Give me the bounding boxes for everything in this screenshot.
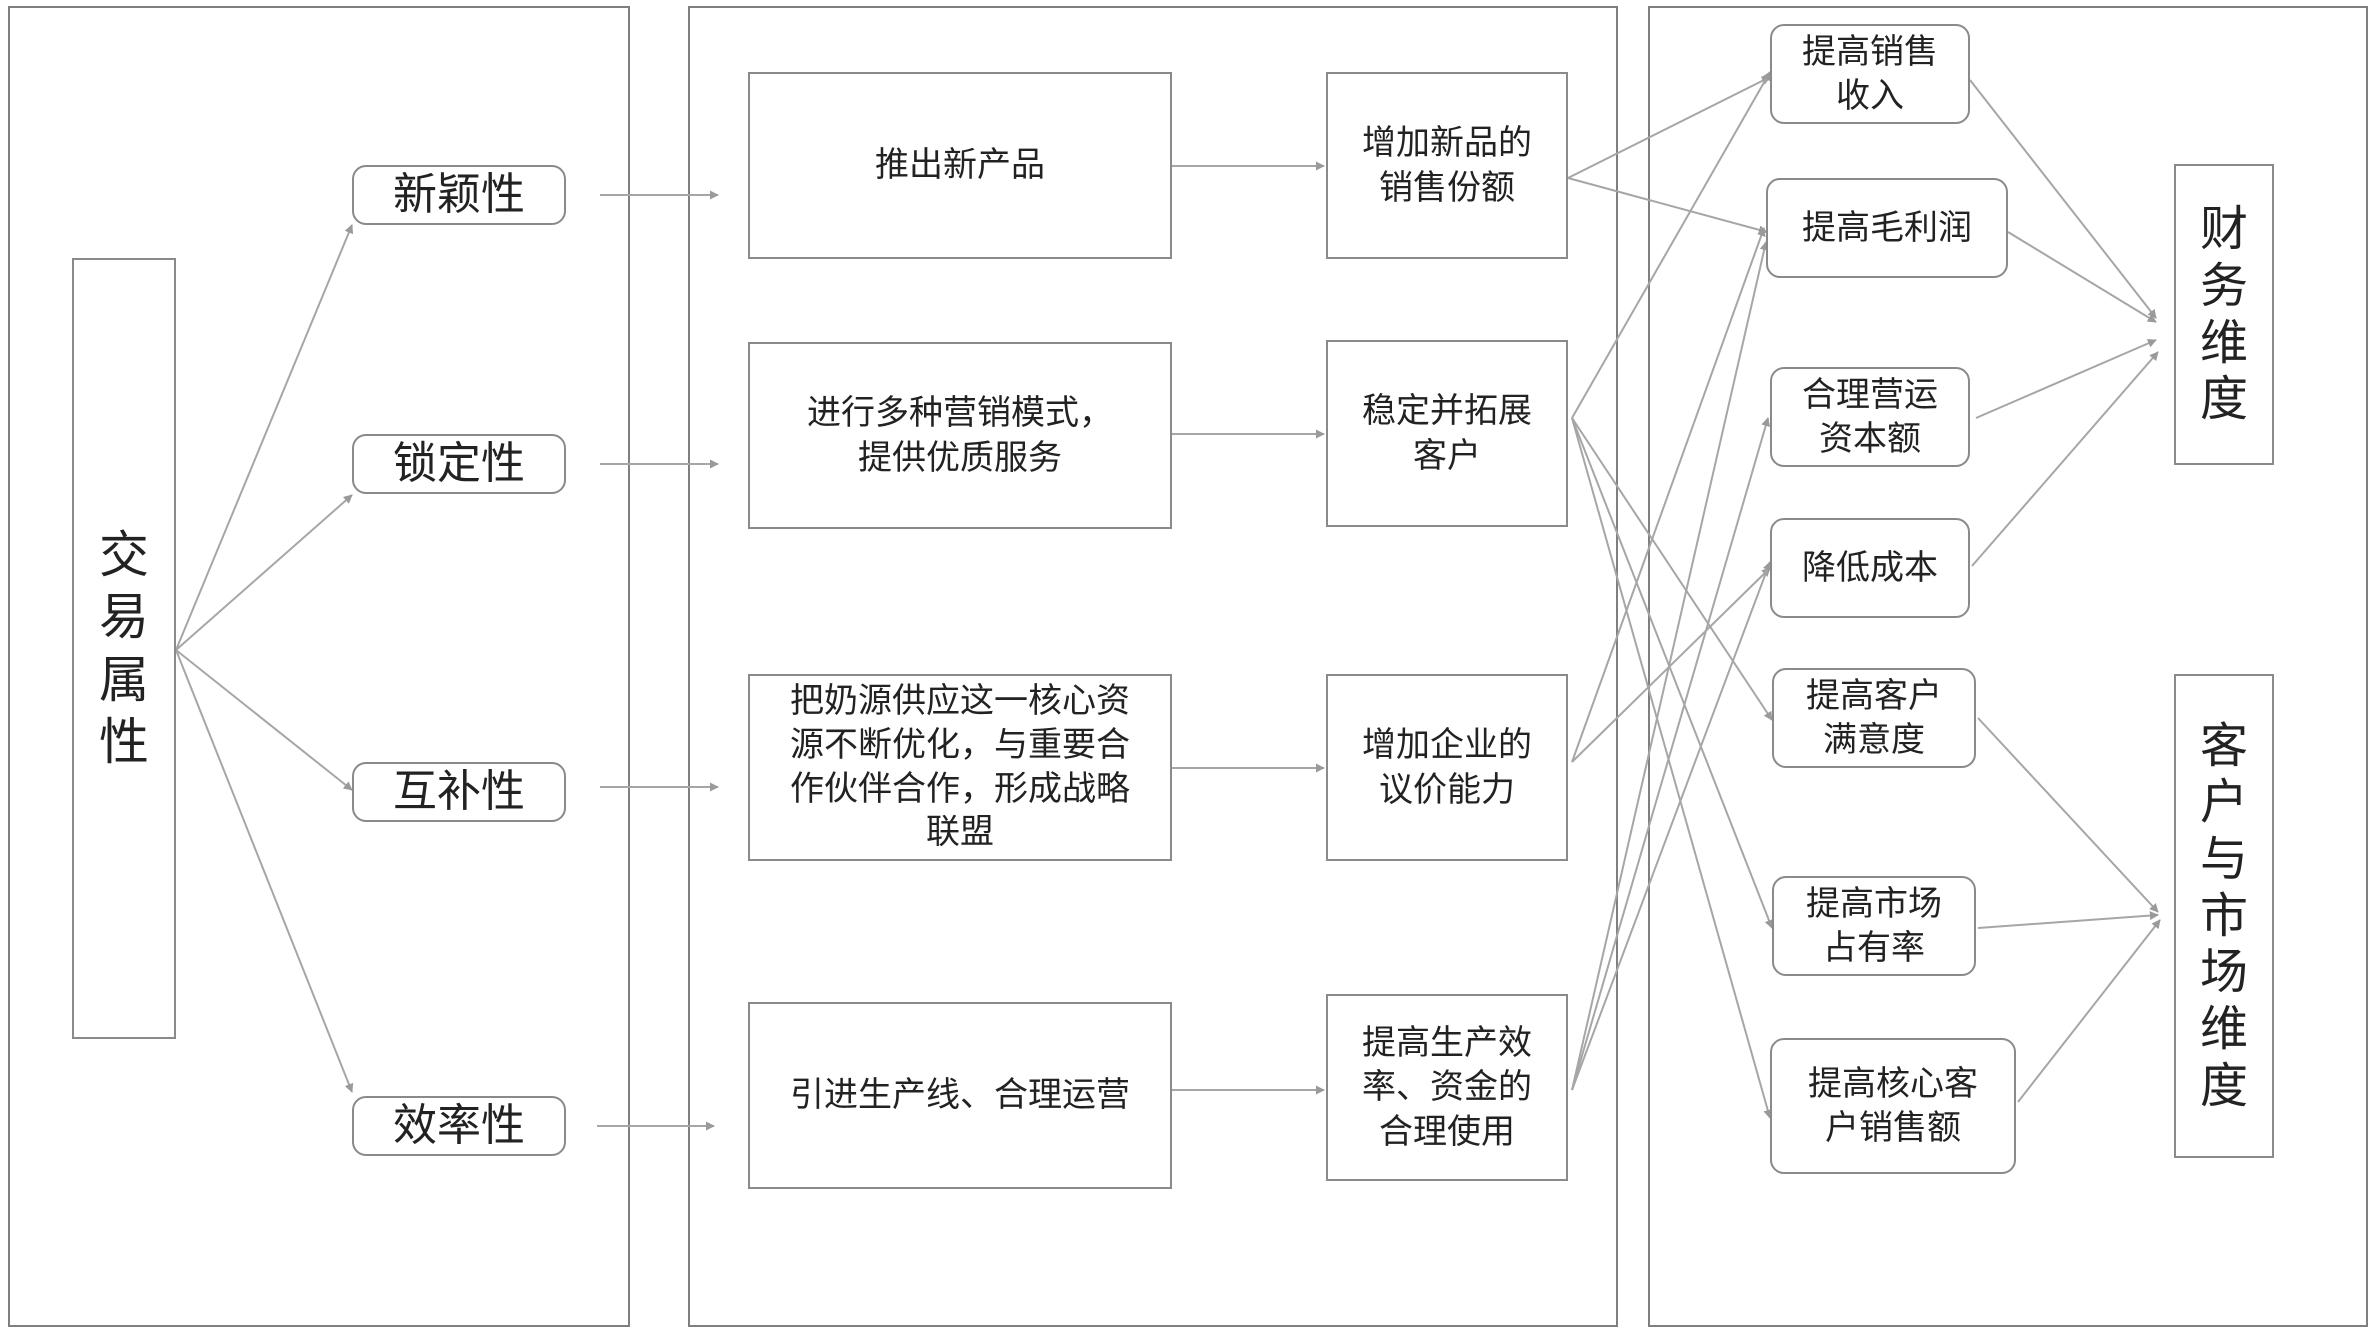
dimension-label: 客户与市场维度	[2200, 717, 2249, 1114]
action-label: 引进生产线、合理运营	[790, 1075, 1130, 1116]
outcome-node-market-share: 提高市场占有率	[1772, 876, 1976, 976]
outcome-label: 降低成本	[1802, 547, 1938, 588]
edge-grossprofit-financial	[2007, 231, 2157, 323]
edge-effect4-grossprofit	[1571, 241, 1769, 1091]
effect-node-new-product-share: 增加新品的销售份额	[1326, 72, 1568, 259]
edge-root-novelty	[175, 224, 354, 651]
outcome-node-core-customer-sales: 提高核心客户销售额	[1770, 1038, 2016, 1174]
outcome-node-customer-satisfaction: 提高客户满意度	[1772, 668, 1976, 768]
edge-workingcapital-financial	[1975, 339, 2157, 419]
outcome-node-working-capital: 合理营运资本额	[1770, 367, 1970, 467]
edge-root-lockin	[175, 494, 353, 651]
effect-label: 增加企业的议价能力	[1362, 725, 1532, 810]
edge-effect2-sales	[1571, 71, 1771, 419]
action-node-alliance: 把奶源供应这一核心资源不断优化，与重要合作伙伴合作，形成战略联盟	[748, 674, 1172, 861]
root-label: 交易属性	[99, 525, 149, 772]
edge-effect1-sales	[1567, 76, 1771, 179]
attribute-label: 互补性	[393, 766, 525, 818]
attribute-label: 新颖性	[393, 169, 525, 221]
dimension-label: 财务维度	[2200, 201, 2249, 428]
attribute-label: 锁定性	[393, 438, 525, 490]
effect-node-bargaining-power: 增加企业的议价能力	[1326, 674, 1568, 861]
edge-effect1-grossprofit	[1567, 177, 1768, 235]
edge-root-complementarity	[175, 649, 353, 791]
outcome-node-sales-revenue: 提高销售收入	[1770, 24, 1970, 124]
action-label: 进行多种营销模式，提供优质服务	[807, 393, 1113, 478]
panel-attributes	[8, 6, 630, 1327]
attribute-label: 效率性	[393, 1100, 525, 1152]
edge-effect4-workingcapital	[1571, 417, 1771, 1091]
dimension-customer-market: 客户与市场维度	[2174, 674, 2274, 1158]
edge-marketshare-customer	[1977, 911, 2159, 929]
panel-outcomes	[1648, 6, 2368, 1327]
outcome-label: 合理营运资本额	[1802, 374, 1938, 459]
outcome-label: 提高毛利润	[1802, 207, 1972, 248]
edge-sales-financial	[1969, 79, 2157, 319]
outcome-label: 提高核心客户销售额	[1808, 1063, 1978, 1148]
outcome-label: 提高客户满意度	[1806, 675, 1942, 760]
outcome-label: 提高市场占有率	[1806, 883, 1942, 968]
effect-label: 稳定并拓展客户	[1362, 391, 1532, 476]
attribute-node-complementarity: 互补性	[352, 762, 566, 822]
edge-effect2-corecustomer	[1571, 417, 1773, 1119]
panel-actions	[688, 6, 1618, 1327]
action-node-marketing: 进行多种营销模式，提供优质服务	[748, 342, 1172, 529]
edge-effect2-marketshare	[1571, 417, 1774, 929]
effect-label: 提高生产效率、资金的合理使用	[1362, 1023, 1532, 1152]
attribute-node-efficiency: 效率性	[352, 1096, 566, 1156]
effect-node-customers: 稳定并拓展客户	[1326, 340, 1568, 527]
effect-node-efficiency: 提高生产效率、资金的合理使用	[1326, 994, 1568, 1181]
attribute-node-lockin: 锁定性	[352, 434, 566, 494]
edge-effect4-costreduction	[1571, 561, 1772, 1091]
outcome-node-gross-profit: 提高毛利润	[1766, 178, 2008, 278]
action-node-production-line: 引进生产线、合理运营	[748, 1002, 1172, 1189]
edge-corecustomer-customer	[2017, 919, 2161, 1103]
edge-effect3-costreduction	[1571, 567, 1771, 763]
action-node-new-product: 推出新产品	[748, 72, 1172, 259]
edge-root-efficiency	[175, 649, 354, 1093]
effect-label: 增加新品的销售份额	[1362, 123, 1532, 208]
edge-effect2-satisfaction	[1571, 417, 1773, 721]
attribute-node-novelty: 新颖性	[352, 165, 566, 225]
action-label: 推出新产品	[875, 145, 1045, 186]
dimension-financial: 财务维度	[2174, 164, 2274, 465]
edge-costreduction-financial	[1971, 351, 2159, 567]
outcome-node-cost-reduction: 降低成本	[1770, 518, 1970, 618]
edge-satisfaction-customer	[1977, 717, 2159, 913]
root-node: 交易属性	[72, 258, 176, 1039]
action-label: 把奶源供应这一核心资源不断优化，与重要合作伙伴合作，形成战略联盟	[790, 681, 1130, 853]
outcome-label: 提高销售收入	[1802, 31, 1938, 116]
edge-effect3-grossprofit	[1571, 227, 1766, 763]
